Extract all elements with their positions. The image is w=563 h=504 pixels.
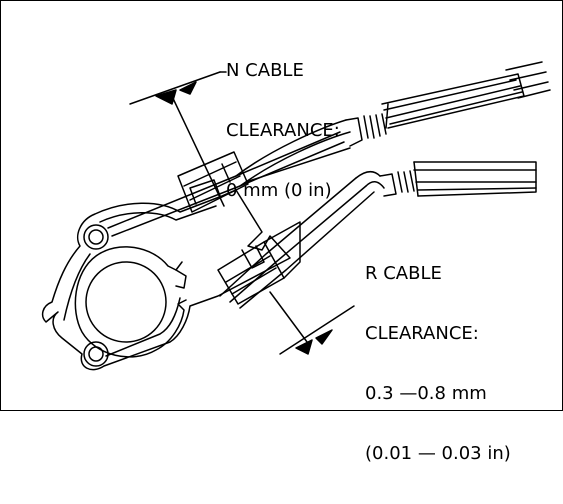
r-cable xyxy=(217,161,537,309)
n-cable-title-line2: CLEARANCE: xyxy=(226,120,340,141)
r-cable-value-line2: (0.01 — 0.03 in) xyxy=(365,443,511,464)
n-cable xyxy=(107,61,551,237)
r-cable-title-line2: CLEARANCE: xyxy=(365,323,479,344)
n-clearance-dimension xyxy=(129,71,225,207)
n-cable-value: 0 mm (0 in) xyxy=(226,180,332,201)
n-cable-clearance-label: N CABLE CLEARANCE: 0 mm (0 in) xyxy=(226,21,340,241)
r-cable-value-line1: 0.3 —0.8 mm xyxy=(365,383,487,404)
n-cable-title-line1: N CABLE xyxy=(226,60,304,81)
throttle-lever-body xyxy=(41,189,291,371)
diagram-canvas: N CABLE CLEARANCE: 0 mm (0 in) R CABLE C… xyxy=(0,0,563,464)
cable-clearance-drawing xyxy=(41,61,551,371)
r-clearance-dimension xyxy=(269,291,355,355)
r-cable-clearance-label: R CABLE CLEARANCE: 0.3 —0.8 mm (0.01 — 0… xyxy=(365,224,511,504)
r-cable-title-line1: R CABLE xyxy=(365,263,442,284)
